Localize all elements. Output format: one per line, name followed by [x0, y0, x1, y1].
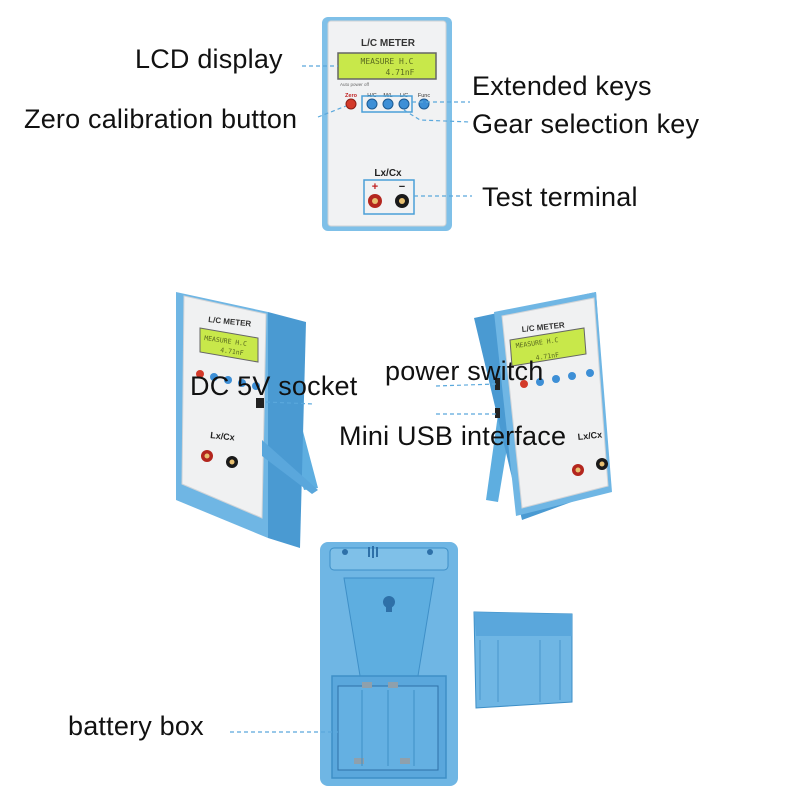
leader-lines-middle	[265, 383, 497, 415]
svg-text:Lx/Cx: Lx/Cx	[577, 429, 602, 442]
meter-front-view: L/C METER MEASURE H.C 4.71nF Auto power …	[322, 17, 452, 231]
key-func	[418, 98, 430, 110]
label-test-terminal: Test terminal	[482, 182, 638, 212]
svg-text:+: +	[372, 181, 378, 193]
leader-lines-top	[302, 65, 472, 197]
label-battery-box: battery box	[68, 711, 204, 741]
label-extended-keys: Extended keys	[472, 71, 652, 101]
key-hc	[366, 98, 378, 110]
meter-back-view	[320, 542, 458, 786]
meter-right-angle-view: L/C METER MEASURE H.C 4.71nF Lx/Cx	[474, 292, 612, 520]
label-lcd-display: LCD display	[135, 44, 283, 74]
battery-cover	[473, 611, 573, 709]
label-mini-usb-interface: Mini USB interface	[339, 421, 567, 451]
svg-text:Lx/Cx: Lx/Cx	[210, 430, 235, 443]
meter-title: L/C METER	[361, 38, 416, 49]
svg-text:4.71nF: 4.71nF	[220, 346, 244, 357]
lcd-line-2: 4.71nF	[386, 68, 415, 77]
key-lc	[398, 98, 410, 110]
svg-text:−: −	[399, 181, 405, 193]
terminal-label: Lx/Cx	[374, 168, 402, 179]
zero-button	[345, 98, 357, 110]
key-ml	[382, 98, 394, 110]
label-power-switch: power switch	[385, 356, 544, 386]
meter-left-angle-view: L/C METER MEASURE H.C 4.71nF Lx/Cx	[176, 292, 318, 548]
label-dc-socket: DC 5V socket	[190, 371, 358, 401]
svg-text:4.71nF: 4.71nF	[535, 351, 559, 362]
key-label-zero: Zero	[345, 93, 358, 99]
lcd-line-1: MEASURE H.C	[361, 57, 414, 66]
lcd-screen	[337, 52, 437, 80]
label-zero-calibration-button: Zero calibration button	[24, 104, 298, 134]
key-label-func: Func	[418, 93, 430, 99]
label-gear-selection-key: Gear selection key	[472, 109, 700, 139]
auto-power-off-text: Auto power off	[340, 82, 370, 87]
